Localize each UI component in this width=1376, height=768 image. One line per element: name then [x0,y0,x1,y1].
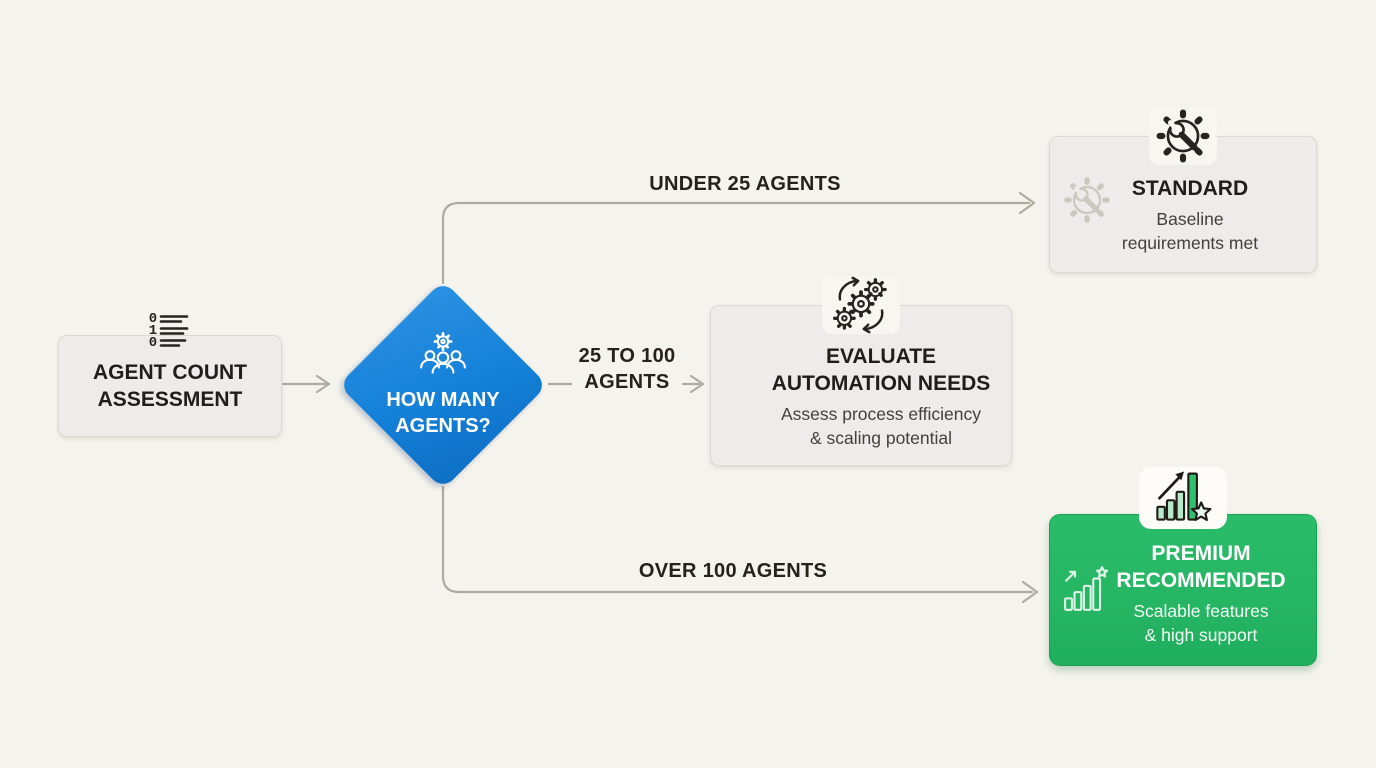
node-agent-count-assessment: 0 1 0 AGENT COUNT ASSESSMENT [58,311,282,437]
svg-text:0: 0 [149,335,157,351]
team-gear-icon [417,331,469,383]
gear-wrench-watermark-icon [1062,175,1112,230]
decision-label: HOW MANY AGENTS? [386,388,500,437]
decision-how-many-agents: HOW MANY AGENTS? [354,305,532,465]
edge-label-under-25: UNDER 25 AGENTS [649,173,841,195]
node-subtitle: Baseline requirements met [1121,208,1259,253]
svg-text:1: 1 [149,323,157,339]
node-title: AGENT COUNT ASSESSMENT [93,361,247,411]
node-title: EVALUATE AUTOMATION NEEDS [771,345,991,395]
svg-text:0: 0 [149,311,157,327]
node-standard: STANDARD Baseline requirements met [1049,107,1317,273]
edge-over-100-line [441,485,1034,594]
growth-chart-watermark-icon [1062,565,1112,618]
edge-mid-arrowhead [689,374,705,394]
node-evaluate-automation-needs: EVALUATE AUTOMATION NEEDS Assess process… [710,276,1012,466]
numbered-list-icon: 0 1 0 [147,309,193,356]
node-title: PREMIUM RECOMMENDED [1116,541,1286,592]
edge-under-25-arrowhead [1018,191,1036,215]
automation-gears-icon [822,276,900,334]
node-subtitle: Assess process efficiency & scaling pote… [780,404,982,448]
edge-label-25-to-100: 25 TO 100 AGENTS [578,345,676,393]
node-premium-recommended: PREMIUM RECOMMENDED Scalable features & … [1049,467,1317,666]
edge-start-to-decision-arrowhead [315,374,331,394]
node-title: STANDARD [1131,176,1249,200]
edge-label-over-100: OVER 100 AGENTS [638,560,828,582]
edge-over-100-arrowhead [1021,580,1039,604]
gear-wrench-icon [1149,107,1217,165]
node-subtitle: Scalable features & high support [1133,600,1269,645]
edge-under-25-line [441,201,1031,285]
growth-chart-star-icon [1139,467,1227,529]
